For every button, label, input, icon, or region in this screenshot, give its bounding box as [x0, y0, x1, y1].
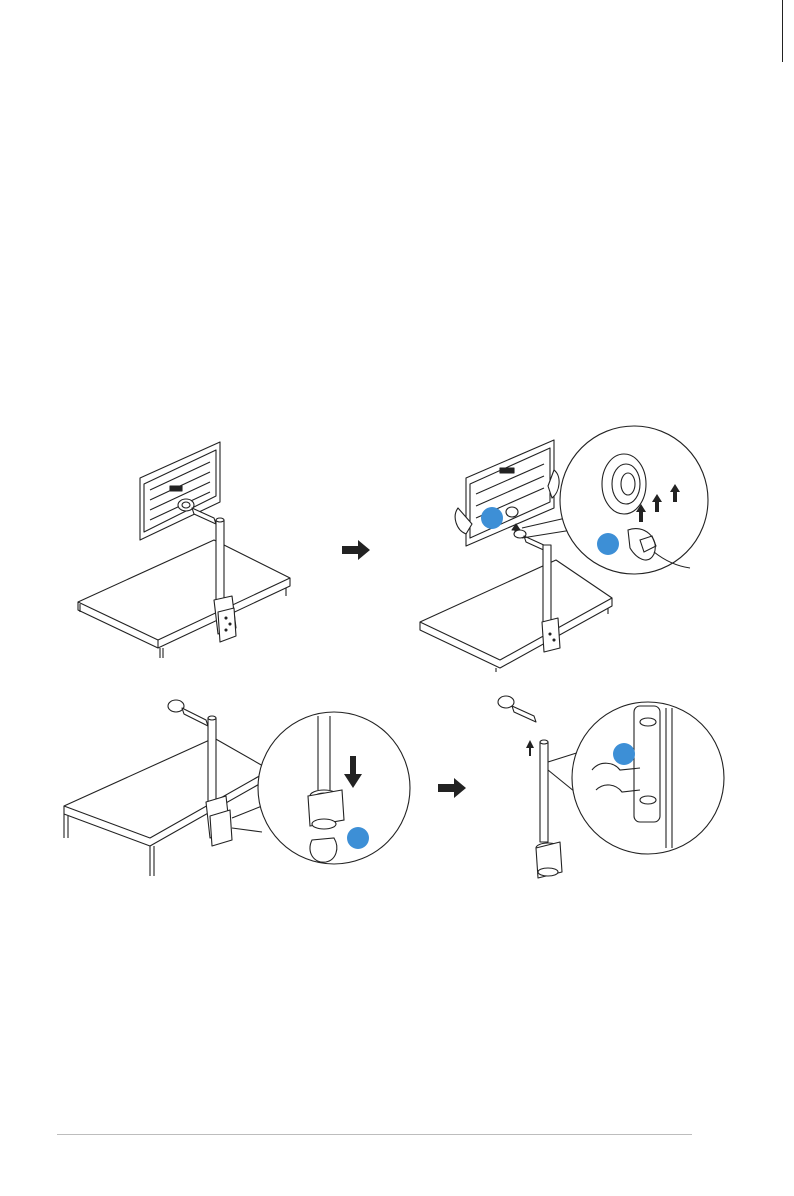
- page-edge-line: [782, 0, 783, 62]
- callout-marker-2: [597, 533, 619, 555]
- callout-marker-4: [613, 743, 635, 765]
- footer-rule: [57, 1134, 692, 1135]
- callout-marker-1: [481, 507, 503, 529]
- callout-marker-3: [347, 827, 369, 849]
